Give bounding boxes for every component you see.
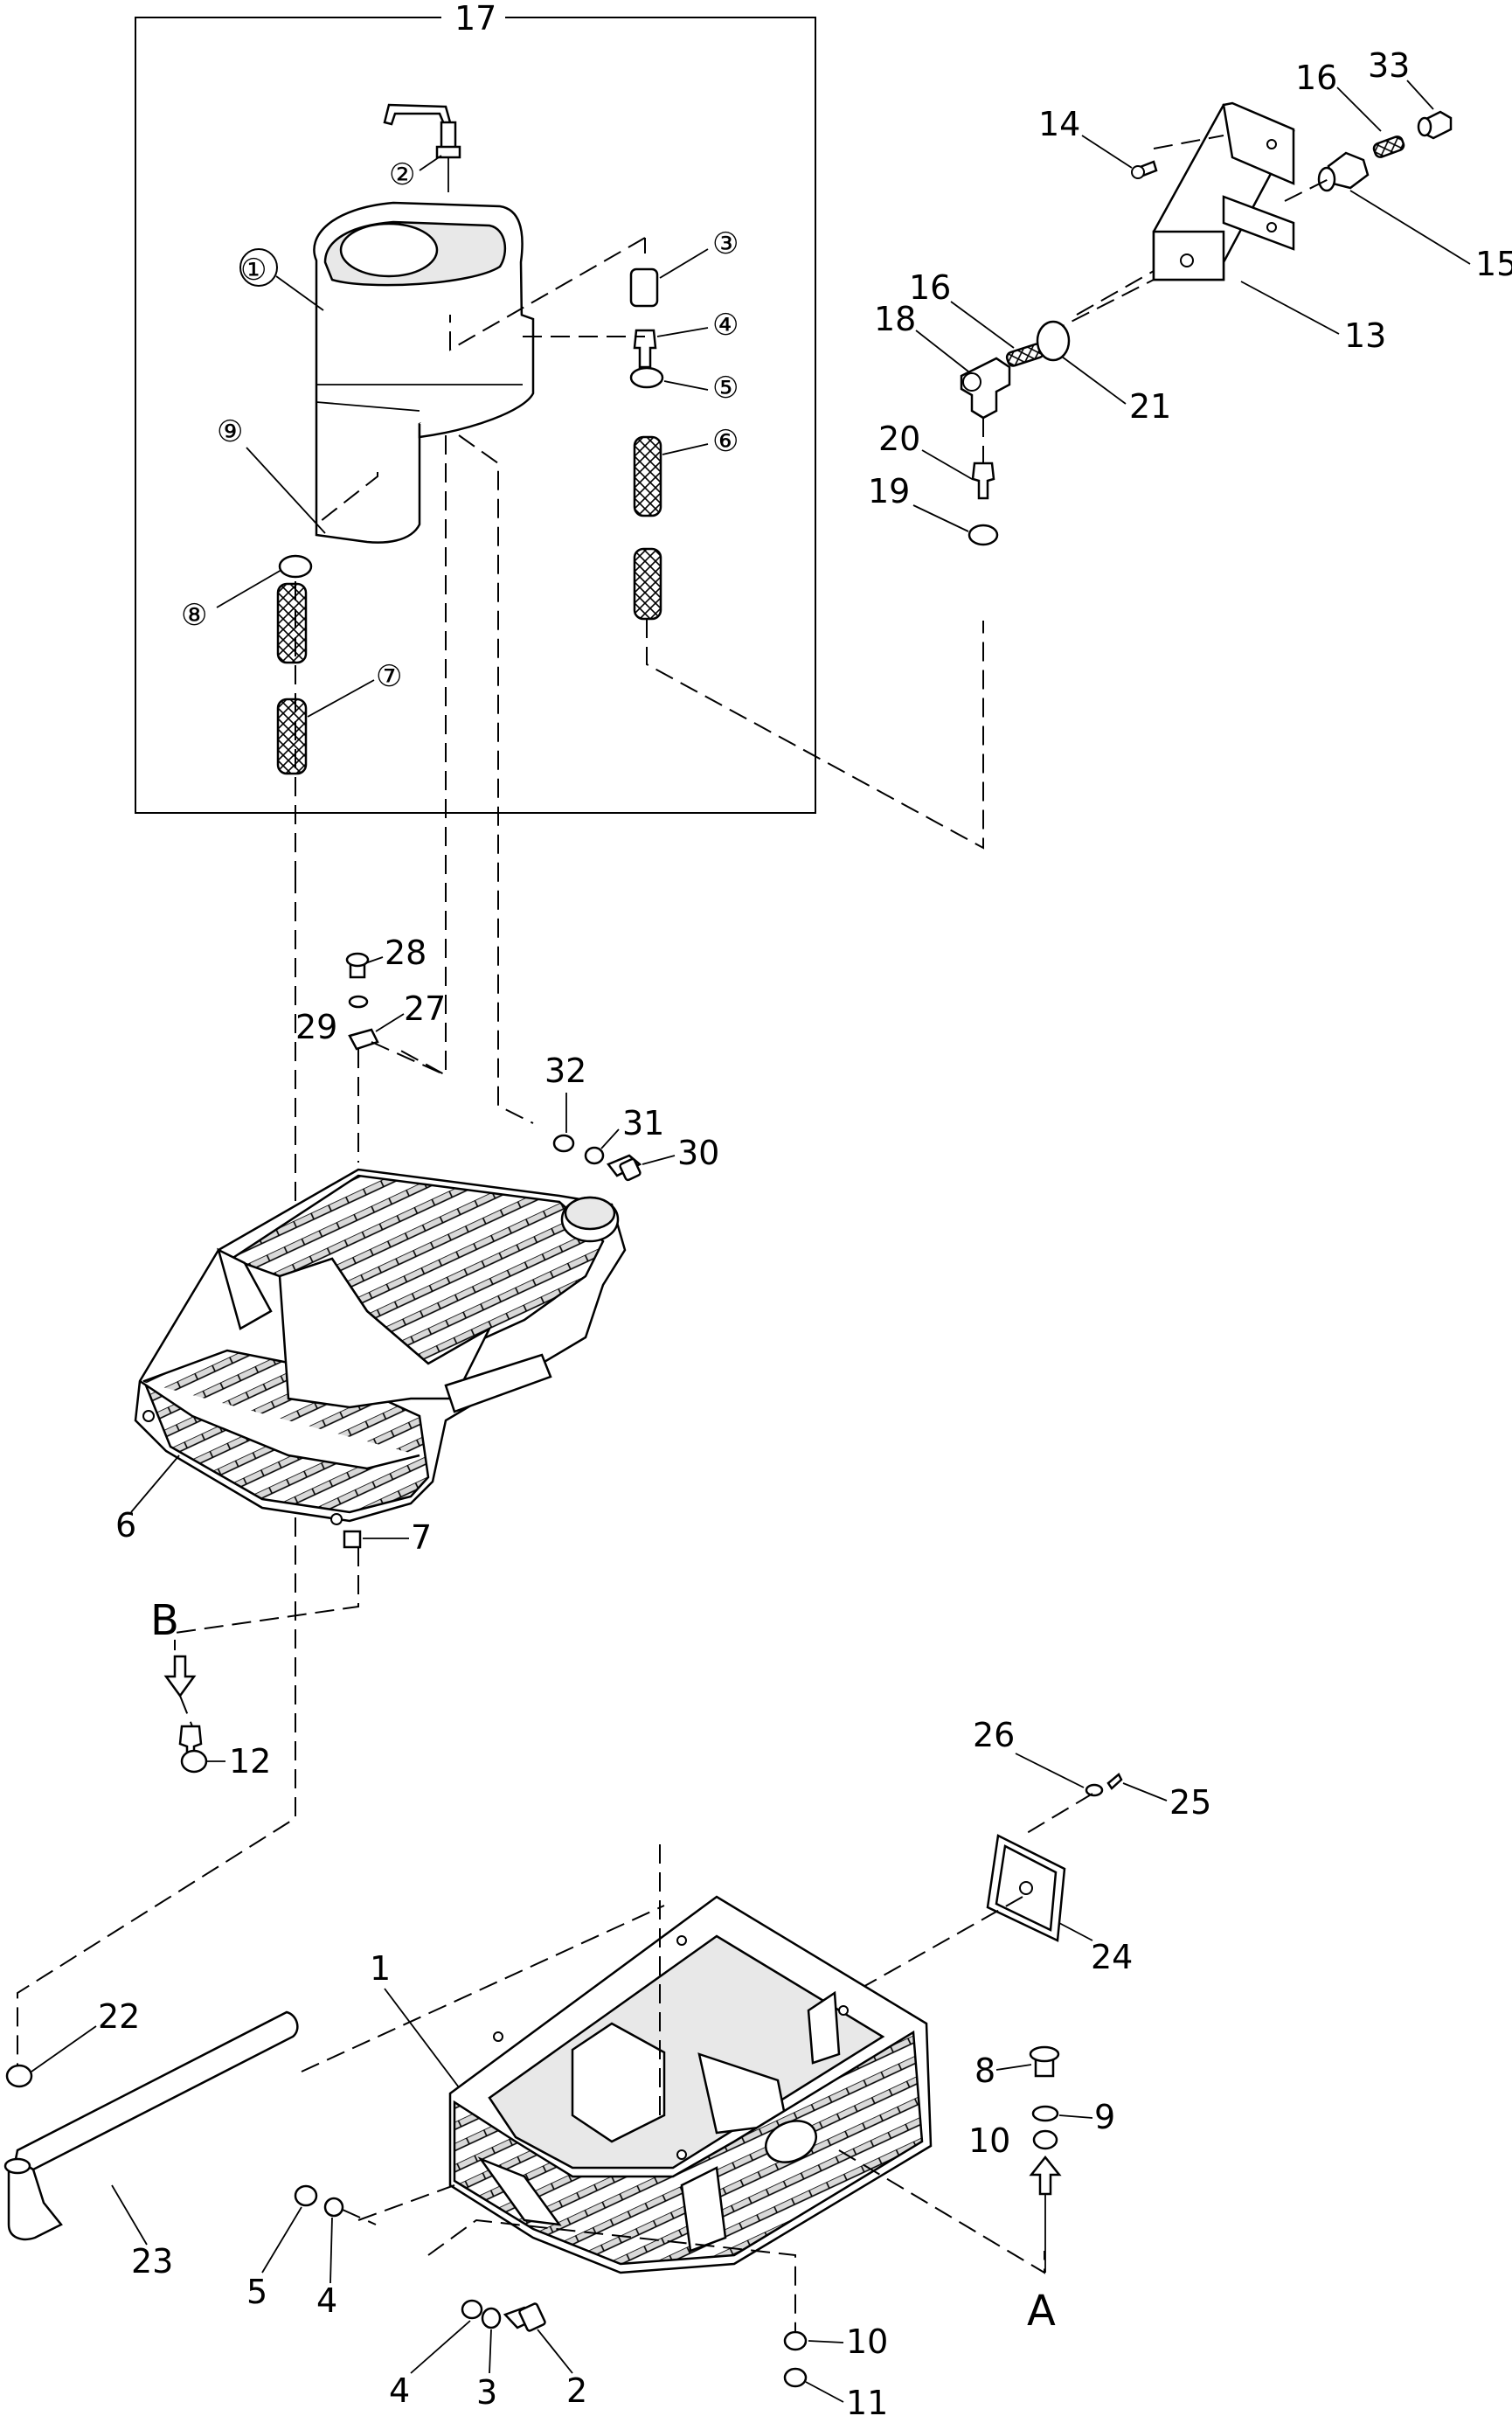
floor-callouts: 6 7 (115, 1454, 432, 1650)
valve-group: 16 18 21 20 19 (868, 268, 1171, 546)
callout-washer-9: 9 (1094, 2098, 1115, 2136)
callout-washer-31: 31 (622, 1104, 664, 1142)
callout-pipe-23: 23 (131, 2242, 173, 2281)
part-26-washer (1085, 1783, 1104, 1797)
callout-fitting-15: 15 (1475, 245, 1512, 283)
part-16-hose-top (1372, 135, 1405, 158)
fittings-column: ③ ④ ⑤ ⑥ (629, 226, 739, 621)
part-10-washer-right (1032, 2129, 1058, 2150)
callout-nut-11: 11 (846, 2384, 888, 2422)
frame-callouts: 1 (301, 1844, 1045, 2343)
callout-clip-27: 27 (404, 989, 446, 1028)
callout-bolt-30: 30 (677, 1134, 719, 1172)
callout-upper-basin: ① (240, 253, 267, 288)
part-6-floor-plate (134, 1168, 627, 1525)
callout-nipple-20: 20 (878, 420, 920, 458)
part-10-nut-bottom (783, 2330, 808, 2351)
callout-clamp-22: 22 (98, 1997, 140, 2036)
part-3-sleeve (629, 267, 659, 308)
pipe-group: 22 23 (3, 1997, 299, 2281)
view-b-group: B 12 (150, 1596, 271, 1781)
callout-floor-6: 6 (115, 1506, 136, 1545)
basin-callouts: ① ② (239, 155, 442, 311)
part-7-hose-upper (276, 582, 308, 664)
part-6-hose-upper (633, 435, 662, 517)
callout-bolt-2: 2 (566, 2371, 587, 2410)
part-27-clip (348, 1028, 379, 1051)
routing-lines-upper (17, 237, 984, 2080)
bracket-assembly: 13 14 15 16 33 (1038, 46, 1512, 355)
part-19-clamp (968, 524, 999, 546)
callout-washer-4-left: 4 (316, 2281, 337, 2320)
part-32-washer (552, 1134, 575, 1153)
part-4-washer-bottom (461, 2299, 483, 2320)
plate-24-group: 26 25 24 (821, 1716, 1211, 2011)
fastener-group-left: 5 4 4 3 2 (246, 2184, 587, 2412)
part-9-washer (1031, 2105, 1059, 2122)
bolt-group-27-29: 28 29 27 (295, 934, 447, 1163)
callout-1-circle (239, 248, 278, 287)
callout-washer-10-right: 10 (968, 2121, 1010, 2160)
part-21-washer (1036, 320, 1071, 362)
callout-upper-tap: ② (389, 157, 415, 192)
assembly-17-frame: 17 (135, 0, 816, 814)
part-6-hose-lower (633, 547, 662, 621)
part-5-washer (294, 2184, 318, 2207)
callout-screw-25: 25 (1169, 1783, 1211, 1822)
callout-clamp-19: 19 (868, 472, 910, 510)
basin-unit (313, 103, 535, 544)
view-label-a: A (1027, 2287, 1056, 2336)
callout-washer-4-bottom: 4 (389, 2371, 410, 2410)
callout-upper-8: ⑧ (181, 598, 207, 633)
callout-nut-10-bottom: 10 (846, 2322, 888, 2361)
callout-hose-16-top: 16 (1295, 59, 1337, 97)
callout-valve-18: 18 (874, 300, 916, 338)
callout-washer-3: 3 (476, 2373, 497, 2412)
part-7-nut (343, 1530, 362, 1549)
part-23-pipe (14, 2010, 299, 2171)
part-8-clamp (278, 554, 313, 579)
callout-washer-32: 32 (544, 1052, 586, 1090)
part-20-nipple (971, 462, 995, 500)
part-7-hose-lower (276, 698, 308, 775)
part-3-washer (481, 2307, 502, 2329)
callout-washer-29: 29 (295, 1008, 337, 1046)
part-22-clamp (5, 2064, 33, 2088)
part-25-screw (1106, 1773, 1123, 1790)
callout-washer-26: 26 (973, 1716, 1015, 1754)
callout-upper-6: ⑥ (712, 424, 739, 459)
callout-screw-14: 14 (1038, 105, 1080, 143)
fastener-group-bottom: 10 11 (783, 2322, 888, 2422)
callout-upper-7: ⑦ (376, 659, 402, 694)
callout-bolt-8: 8 (974, 2052, 995, 2090)
assembly-label: 17 (454, 0, 496, 38)
fastener-group-right: 8 9 10 A (968, 2045, 1115, 2336)
callout-upper-3: ③ (712, 226, 739, 261)
callout-bolt-28: 28 (385, 934, 427, 972)
callout-upper-9: ⑨ (217, 414, 243, 449)
part-5-clamp (629, 366, 664, 389)
part-31-washer (584, 1146, 605, 1165)
callout-cap-33: 33 (1368, 46, 1410, 85)
drain-hose-group: ⑧ ⑨ ⑦ (181, 414, 402, 775)
callout-nut-7: 7 (411, 1518, 432, 1557)
callout-washer-21: 21 (1129, 387, 1171, 426)
callout-hose-16-mid: 16 (909, 268, 951, 307)
bolt-group-30-32: 32 31 30 (544, 1052, 719, 1182)
callout-plate-24: 24 (1091, 1938, 1133, 1976)
part-1-frame (448, 1895, 933, 2274)
callout-bracket-13: 13 (1344, 316, 1386, 355)
part-29-washer (348, 995, 369, 1009)
view-a-arrow (1029, 2155, 1062, 2196)
callout-plug-12: 12 (229, 1742, 271, 1781)
view-b-arrow (163, 1655, 197, 1698)
part-4-washer-left (323, 2197, 344, 2218)
callout-washer-5: 5 (246, 2273, 267, 2311)
callout-upper-4: ④ (712, 308, 739, 343)
view-label-b: B (150, 1596, 179, 1645)
callout-frame-1: 1 (370, 1949, 391, 1988)
callout-upper-5: ⑤ (712, 371, 739, 406)
part-11-nut (783, 2367, 808, 2388)
